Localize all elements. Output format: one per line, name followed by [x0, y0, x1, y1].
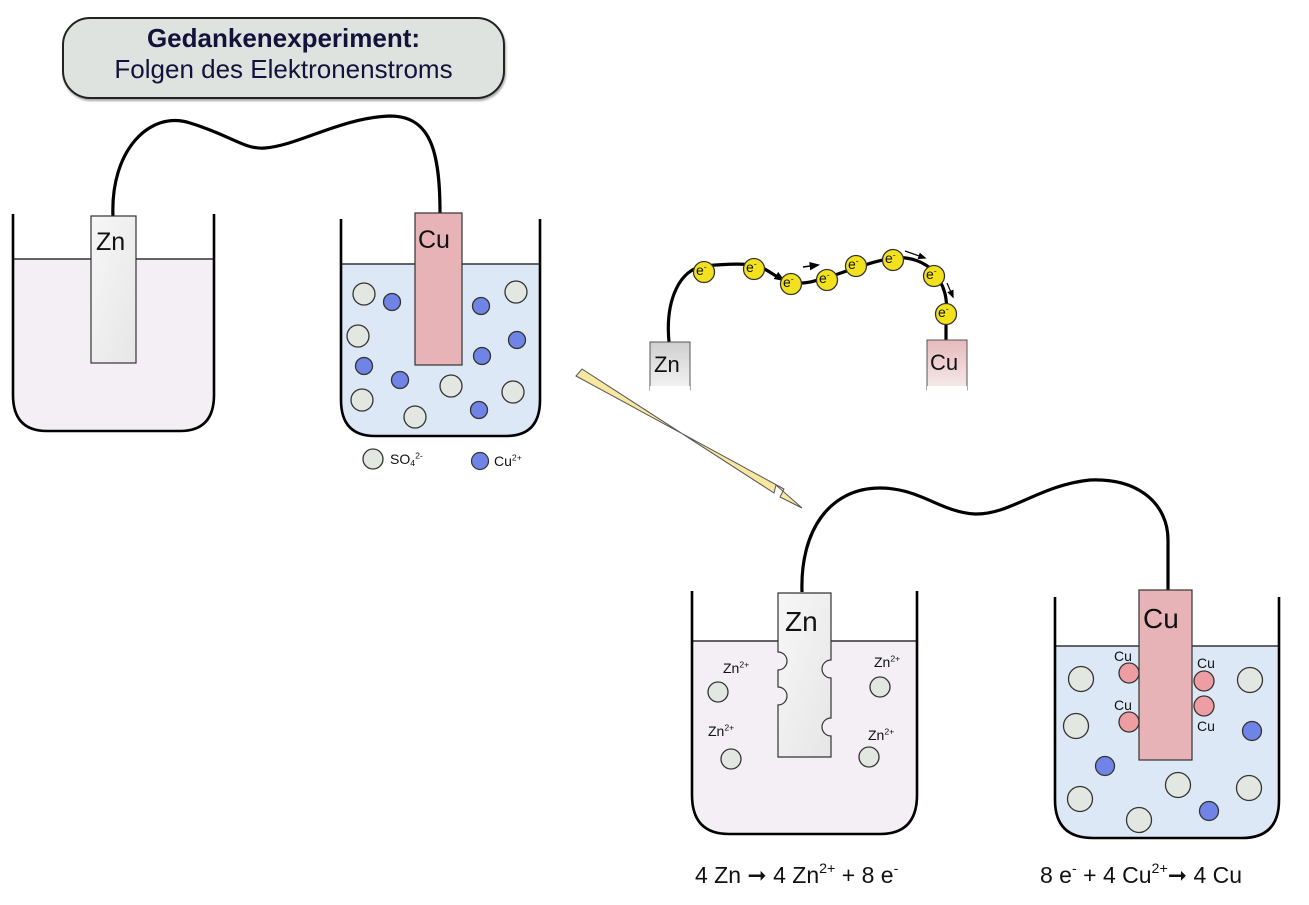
copper-ion — [471, 296, 491, 316]
copper-electrode-result — [1138, 589, 1193, 761]
deposited-copper-label: Cu — [1197, 655, 1215, 671]
title-box: Gedankenexperiment: Folgen des Elektrone… — [62, 17, 505, 99]
electron-icon — [779, 272, 803, 296]
electron-label: e- — [848, 255, 859, 272]
copper-ion — [390, 370, 410, 390]
zinc-ion — [869, 676, 891, 698]
sulfate-ion — [1164, 771, 1192, 799]
deposited-copper-atom — [1118, 711, 1140, 733]
copper-ion — [382, 292, 402, 312]
copper-ion — [354, 356, 374, 376]
deposited-copper-atom — [1193, 670, 1215, 692]
beaker-left — [11, 214, 216, 433]
legend-copper-ion-icon — [470, 451, 490, 471]
ions-initial — [346, 280, 528, 429]
sulfate-ion — [1062, 712, 1090, 740]
sulfate-ion — [1236, 666, 1264, 694]
copper-ion — [1241, 720, 1263, 742]
zinc-ion-label: Zn2+ — [868, 726, 895, 743]
flow-arrow — [802, 261, 821, 271]
sulfate-ion — [352, 282, 376, 306]
electron-icon — [934, 302, 958, 326]
electron-icon — [815, 268, 839, 292]
copper-ion — [1094, 755, 1116, 777]
beaker-copper-result — [1053, 597, 1281, 840]
electrons — [692, 248, 958, 326]
zinc-electrode — [90, 215, 137, 364]
electron-label: e- — [926, 265, 937, 282]
sulfate-ion — [504, 280, 528, 304]
zinc-ion — [720, 748, 742, 770]
zinc-ions — [707, 676, 891, 770]
sulfate-ion — [439, 374, 463, 398]
zinc-ion — [858, 746, 880, 768]
copper-small-label: Cu — [930, 350, 959, 375]
electron-icon — [742, 257, 766, 281]
beaker-right-outline — [339, 219, 542, 438]
deposited-copper-label: Cu — [1197, 718, 1215, 734]
sulfate-ion — [1066, 785, 1094, 813]
sulfate-ion — [350, 388, 374, 412]
electron-label: e- — [696, 261, 707, 278]
flow-arrow — [946, 282, 954, 299]
electron-icon — [922, 264, 946, 288]
zinc-ion — [707, 681, 729, 703]
electron-label: e- — [819, 269, 830, 286]
deposited-copper-atom — [1193, 695, 1215, 717]
wire-initial — [111, 114, 442, 218]
sulfate-ion — [1235, 774, 1263, 802]
copper-electrode-label: Cu — [418, 226, 450, 254]
electron-label: e- — [783, 273, 794, 290]
flow-arrow — [904, 250, 927, 259]
zinc-ion-label: Zn2+ — [723, 659, 750, 676]
ions-result — [1062, 662, 1264, 834]
title-subheading: Folgen des Elektronenstroms — [114, 54, 453, 84]
copper-electrode — [414, 212, 463, 366]
electron-icon — [881, 248, 905, 272]
sulfate-ion — [501, 380, 525, 404]
legend-sulfate-icon — [362, 448, 384, 470]
zinc-ion-label: Zn2+ — [708, 722, 735, 739]
zinc-electrode-label: Zn — [96, 228, 126, 256]
sulfate-ion — [1067, 665, 1095, 693]
anode-equation: 4 Zn ➞ 4 Zn2+ + 8 e- — [695, 861, 899, 888]
legend-sulfate-label: SO42- — [390, 450, 423, 469]
zinc-electrode-corroded — [777, 592, 832, 758]
electron-icon — [844, 254, 868, 278]
electron-label: e- — [746, 258, 757, 275]
electron-icon — [692, 260, 716, 284]
result-setup — [690, 478, 1281, 840]
electron-label: e- — [885, 249, 896, 266]
deposited-copper-label: Cu — [1114, 697, 1132, 713]
copper-electrode-small — [926, 339, 968, 391]
copper-ion — [472, 346, 492, 366]
zinc-ion-label: Zn2+ — [874, 653, 901, 670]
copper-electrode-result-label: Cu — [1143, 603, 1179, 634]
zinc-electrode-result-label: Zn — [785, 606, 818, 637]
deposited-copper-label: Cu — [1114, 648, 1132, 664]
electron-label: e- — [938, 303, 949, 320]
cathode-equation: 8 e- + 4 Cu2+➞ 4 Cu — [1040, 861, 1243, 888]
legend-copper-ion-label: Cu2+ — [494, 452, 522, 469]
beaker-zinc-result — [690, 591, 919, 836]
transition-arrow — [575, 368, 803, 509]
sulfate-ion — [403, 405, 427, 429]
copper-ion — [507, 330, 527, 350]
sulfate-ion — [346, 324, 370, 348]
initial-setup — [11, 114, 542, 471]
deposited-copper-atom — [1118, 662, 1140, 684]
electron-flow — [649, 248, 968, 392]
copper-ion — [1198, 800, 1220, 822]
wire-result — [800, 478, 1170, 593]
copper-ion — [469, 400, 489, 420]
sulfate-ion — [1125, 806, 1153, 834]
flow-arrow — [765, 268, 785, 282]
title-heading: Gedankenexperiment: — [146, 23, 421, 53]
zinc-small-label: Zn — [654, 352, 680, 377]
